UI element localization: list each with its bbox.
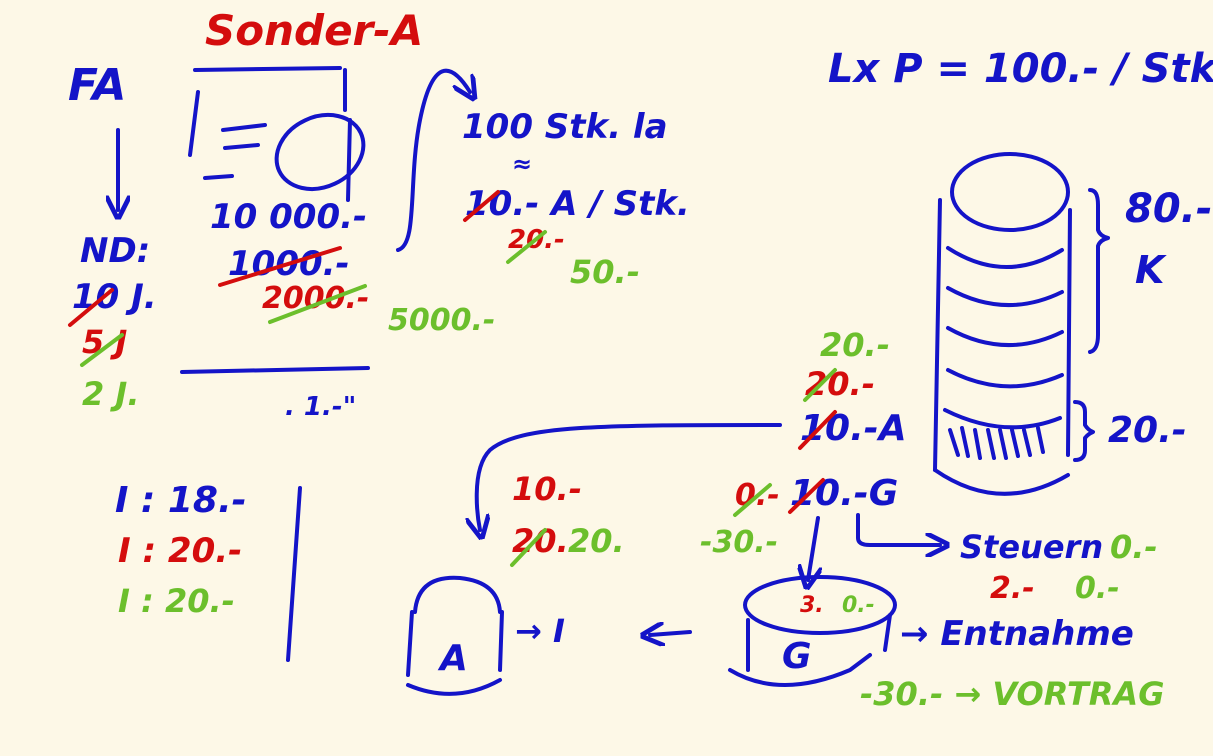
per-unit-strike (463, 190, 500, 222)
steuern-red: 2.- (990, 571, 1035, 606)
account-g-cylinder (728, 575, 897, 687)
curve-arrow (396, 68, 470, 252)
investment-blue: I : 18.- (115, 480, 247, 521)
account-a-strike (510, 528, 547, 567)
fa-label: FA (68, 60, 126, 111)
price-text: Lx P = 100.- / Stk. (828, 46, 1213, 92)
years-strike (68, 288, 114, 327)
divider-line (180, 366, 370, 374)
breakdown-g-strike (733, 483, 772, 517)
account-a-cylinder (406, 575, 504, 696)
steuern-label: Steuern (960, 528, 1103, 566)
years-strike-green (80, 333, 124, 367)
stack-cylinder (933, 152, 1072, 496)
arrow-g-to-i (650, 632, 692, 635)
years-green: 2 J. (82, 375, 139, 413)
machine-title: Sonder-A (205, 6, 423, 55)
account-a-blue: 10.- (512, 470, 582, 508)
breakdown-strike-red (798, 410, 837, 450)
per-unit-strike-green (506, 230, 547, 264)
cost-red: 2000.- (262, 281, 369, 316)
investment-red: I : 20.- (118, 531, 242, 571)
stack-brace-lower (1073, 400, 1095, 462)
approx-sign: ≈ (512, 150, 532, 178)
machine-sketch (188, 66, 366, 202)
breakdown-red-a: 20.- (805, 365, 875, 403)
cost-blue: 10 000.- (210, 197, 367, 237)
years-red: 5 J (82, 323, 127, 361)
arrow-to-account-g (808, 516, 818, 580)
arrow-to-account-a (477, 423, 782, 530)
account-g-label: G (782, 636, 812, 677)
steuern-green2: 0.- (1075, 571, 1120, 606)
cost-strike-green (268, 284, 367, 324)
breakdown-green-a: 20.- (820, 326, 890, 364)
arrow-to-steuern (856, 513, 940, 545)
steuern-green: 0.- (1110, 528, 1158, 566)
cost-strike (218, 246, 342, 287)
account-g-inner-red: 3. (800, 593, 824, 618)
entnahme-label: → Entnahme (900, 614, 1134, 654)
cost-green: 5000.- (388, 303, 495, 338)
breakdown-blue-a: 10.-A (800, 408, 907, 449)
breakdown-strike-green (803, 368, 837, 402)
vortrag-label: -30.- → VORTRAG (860, 675, 1164, 713)
stack-lower-value: 20.- (1108, 410, 1187, 451)
account-a-label: A (437, 638, 468, 679)
investment-green: I : 20.- (118, 582, 235, 620)
account-a-green: 20. (568, 522, 625, 560)
stack-upper-value: 80.- (1125, 186, 1212, 232)
breakdown-g-strike-red (788, 478, 825, 514)
account-a-arrow-label: → I (515, 612, 565, 650)
unit-value: . 1.-" (285, 392, 356, 422)
per-unit-green: 50.- (570, 253, 640, 291)
capacity-line: 100 Stk. la (462, 107, 668, 147)
account-g-inner-green: 0.- (842, 593, 875, 618)
investment-divider (286, 486, 302, 662)
per-unit-blue: 10.- A / Stk. (465, 184, 690, 224)
nd-label: ND: (80, 231, 150, 271)
stack-brace-upper (1088, 188, 1110, 354)
stack-upper-label: K (1135, 248, 1167, 292)
account-g-green: -30.- (700, 525, 778, 560)
